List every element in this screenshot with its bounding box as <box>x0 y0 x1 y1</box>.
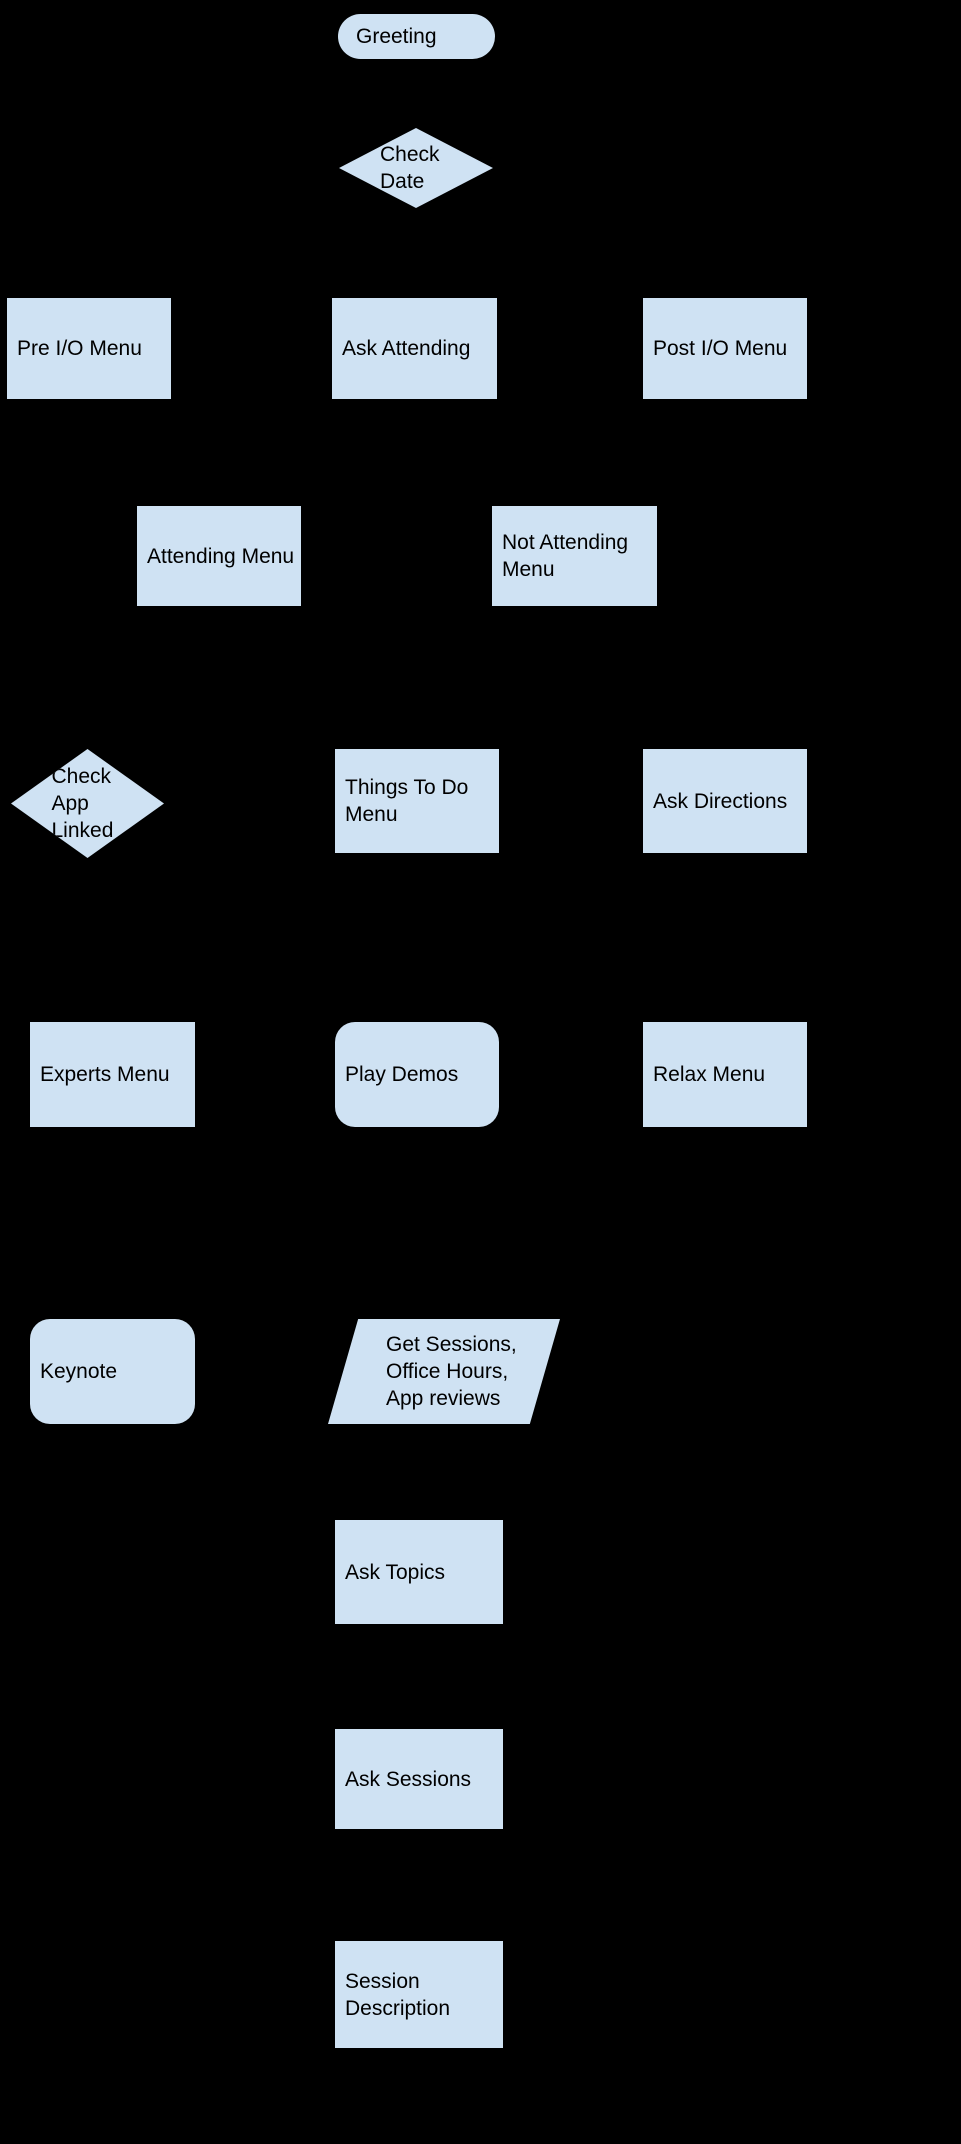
node-label: Attending Menu <box>147 544 295 568</box>
node-label: Experts Menu <box>40 1063 170 1086</box>
node-not-attending-menu: Not Attending Menu <box>492 506 657 606</box>
node-label: Ask Attending <box>342 337 471 360</box>
node-label: Relax Menu <box>653 1063 766 1086</box>
node-ask-sessions: Ask Sessions <box>335 1729 503 1829</box>
node-pre-io-menu: Pre I/O Menu <box>7 298 171 399</box>
node-label: Not Attending Menu <box>502 531 629 581</box>
node-label: Check Date <box>380 143 440 193</box>
node-things-to-do-menu: Things To Do Menu <box>335 749 499 853</box>
node-ask-attending: Ask Attending <box>332 298 497 399</box>
node-label: Check App Linked <box>51 765 114 842</box>
node-label: Post I/O Menu <box>653 337 788 360</box>
node-experts-menu: Experts Menu <box>30 1022 195 1127</box>
node-label: Pre I/O Menu <box>17 337 142 360</box>
node-play-demos: Play Demos <box>335 1022 499 1127</box>
node-ask-directions: Ask Directions <box>643 749 807 853</box>
node-attending-menu: Attending Menu <box>137 506 301 606</box>
node-label: Ask Topics <box>345 1560 445 1584</box>
node-label: Play Demos <box>345 1063 459 1086</box>
node-label: Get Sessions, Office Hours, App reviews <box>386 1333 517 1410</box>
node-ask-topics: Ask Topics <box>335 1520 503 1624</box>
node-relax-menu: Relax Menu <box>643 1022 807 1127</box>
node-get-sessions-office-hours-app-reviews: Get Sessions, Office Hours, App reviews <box>328 1319 560 1424</box>
node-post-io-menu: Post I/O Menu <box>643 298 807 399</box>
node-check-app-linked: Check App Linked <box>11 749 164 858</box>
node-label: Things To Do Menu <box>345 776 469 826</box>
node-greeting: Greeting <box>338 14 495 59</box>
node-check-date: Check Date <box>339 128 493 208</box>
node-label: Session Description <box>345 1969 451 2020</box>
node-label: Greeting <box>356 25 437 48</box>
node-keynote: Keynote <box>30 1319 195 1424</box>
node-session-description: Session Description <box>335 1941 503 2048</box>
node-label: Ask Sessions <box>345 1767 472 1791</box>
node-label: Keynote <box>40 1360 118 1383</box>
node-label: Ask Directions <box>653 789 788 813</box>
